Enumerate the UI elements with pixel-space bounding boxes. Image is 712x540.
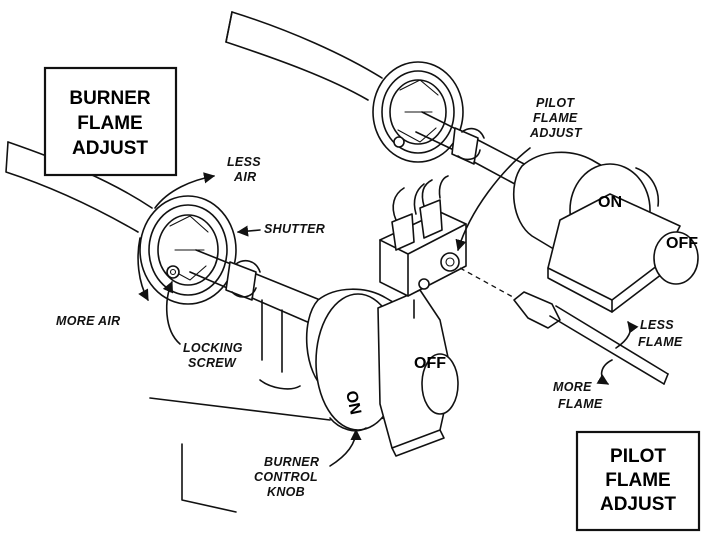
more-air-arrow [137,237,149,301]
less-air-arrow [154,172,216,209]
pilot-adjust-label-1: PILOT [536,96,575,110]
rear-knob-on-marking: ON [598,194,622,211]
pilot-adjust-label-2: FLAME [533,111,578,125]
pilot-box-line-3: ADJUST [600,494,676,515]
burner-knob-label-1: BURNER [264,455,319,469]
more-air-label: MORE AIR [56,314,120,328]
pilot-box-line-1: PILOT [610,446,666,467]
locking-screw-label-1: LOCKING [183,341,243,355]
rear-air-shutter [372,61,464,163]
front-knob-on-marking: ON [342,389,364,416]
more-flame-arrow [596,359,613,385]
pilot-box-line-2: FLAME [605,470,670,491]
rear-control-valve [512,151,699,313]
pilot-adjust-leader [455,147,531,252]
range-top-edge [149,379,331,513]
burner-box-line-2: FLAME [77,113,142,134]
gas-manifold-tee [379,175,467,319]
burner-flame-adjust-box: BURNER FLAME ADJUST [43,66,178,177]
less-flame-label-1: LESS [640,318,674,332]
front-control-valve [305,288,459,457]
shutter-label: SHUTTER [264,222,325,236]
screwdriver [459,267,669,385]
less-flame-label-2: FLAME [638,335,683,349]
locking-screw-label-2: SCREW [188,356,237,370]
more-flame-label-2: FLAME [558,397,603,411]
pilot-adjust-label-3: ADJUST [529,126,583,140]
less-air-label-2: AIR [233,170,256,184]
burner-knob-leader [329,428,362,467]
less-air-label-1: LESS [227,155,261,169]
burner-box-line-3: ADJUST [72,138,148,159]
burner-knob-label-2: CONTROL [254,470,318,484]
rear-knob-off-marking: OFF [666,235,698,252]
burner-knob-label-3: KNOB [267,485,305,499]
pilot-flame-adjust-box: PILOT FLAME ADJUST [575,430,701,532]
front-knob-off-marking: OFF [414,355,446,372]
rear-burner-tube [225,11,383,101]
shutter-leader [236,225,261,237]
front-air-shutter [139,195,237,305]
less-flame-arrow [615,321,639,349]
locking-screw-leader [162,280,181,345]
more-flame-label-1: MORE [553,380,592,394]
burner-box-line-1: BURNER [69,88,151,109]
